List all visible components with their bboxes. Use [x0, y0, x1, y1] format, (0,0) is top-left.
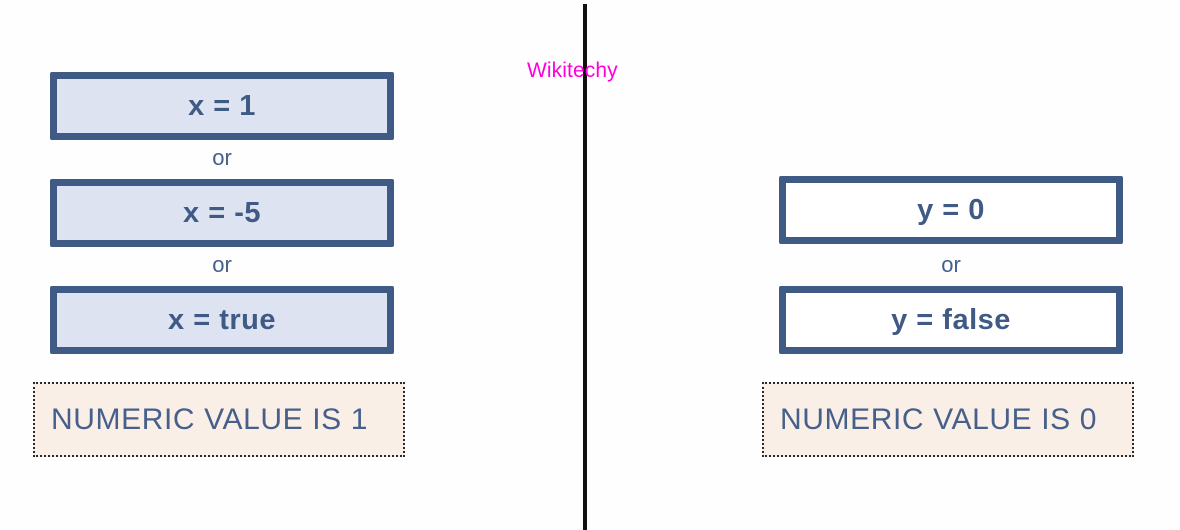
- value-box-x-equals-true: x = true: [50, 286, 394, 354]
- wikitechy-watermark: Wikitechy: [527, 59, 618, 82]
- value-box-y-equals-0: y = 0: [779, 176, 1123, 244]
- left-panel: x = 1 or x = -5 or x = true: [50, 0, 394, 530]
- vertical-divider-line: [583, 4, 587, 530]
- separator-or-left-2: or: [212, 252, 232, 277]
- value-box-x-equals-1: x = 1: [50, 72, 394, 140]
- value-box-y-equals-false: y = false: [779, 286, 1123, 354]
- value-box-label: x = -5: [183, 196, 261, 229]
- caption-text: NUMERIC VALUE IS 0: [780, 402, 1097, 436]
- caption-numeric-value-is-0: NUMERIC VALUE IS 0: [762, 382, 1134, 457]
- caption-text: NUMERIC VALUE IS 1: [51, 402, 368, 436]
- caption-numeric-value-is-1: NUMERIC VALUE IS 1: [33, 382, 405, 457]
- separator-or-right-1: or: [941, 252, 961, 277]
- value-box-x-equals-minus-5: x = -5: [50, 179, 394, 247]
- value-box-label: y = 0: [917, 193, 985, 226]
- separator-or-left-1: or: [212, 145, 232, 170]
- value-box-label: y = false: [891, 303, 1011, 336]
- value-box-label: x = 1: [188, 89, 256, 122]
- value-box-label: x = true: [168, 303, 276, 336]
- right-panel: y = 0 or y = false: [779, 0, 1123, 530]
